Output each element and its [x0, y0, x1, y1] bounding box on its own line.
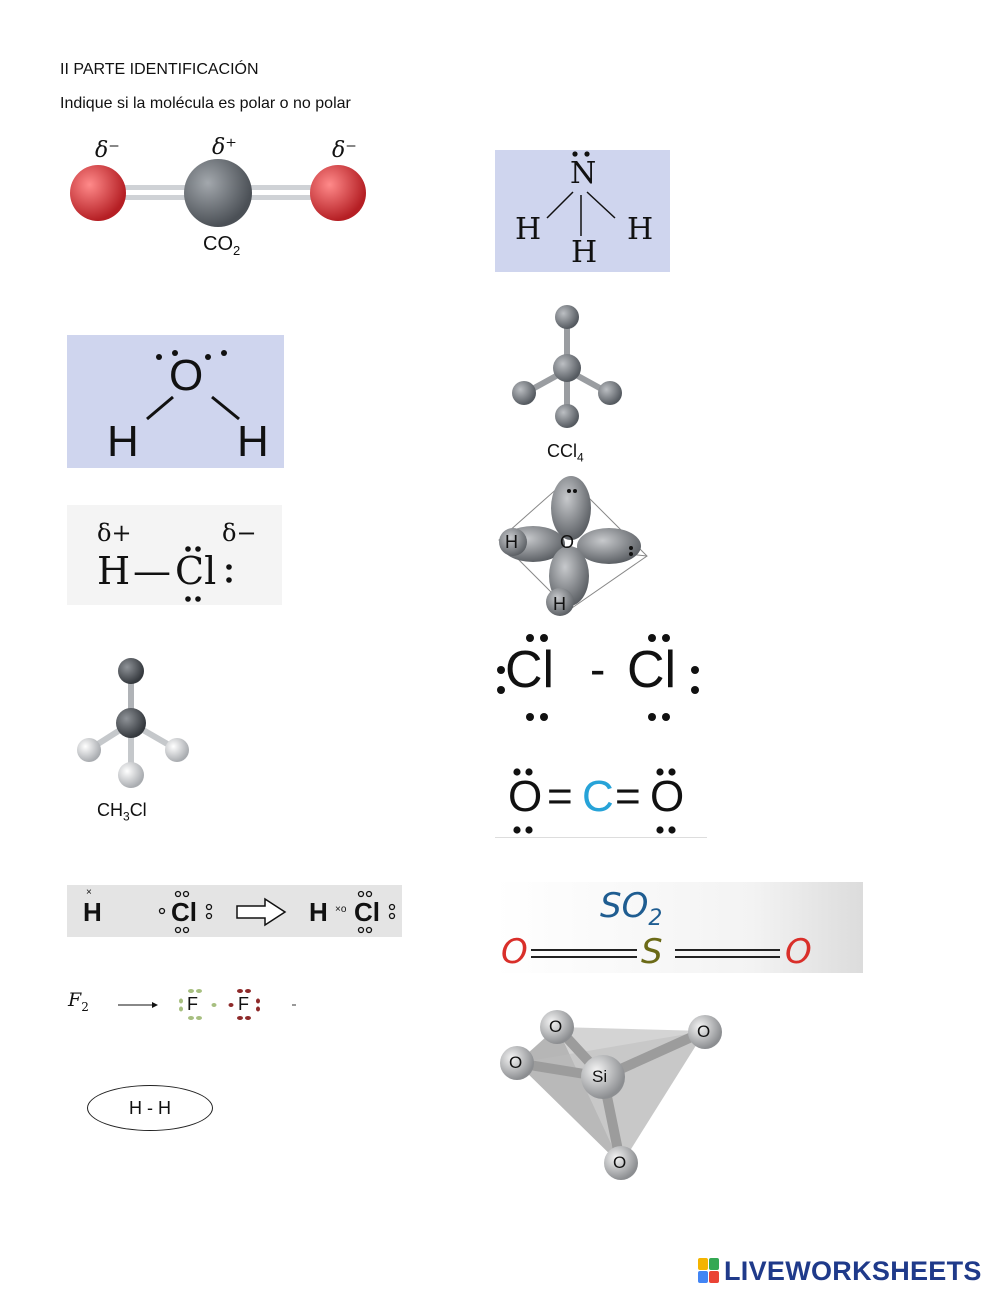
instruction-text: Indique si la molécula es polar o no pol…	[60, 95, 351, 112]
h2-oval: H - H	[87, 1085, 213, 1131]
hcl-bond: —	[133, 549, 171, 593]
hcl-product-cl: Cl	[354, 897, 380, 927]
hcl-formation-cl: Cl	[171, 897, 197, 927]
so2-panel: SO2 O S O	[495, 882, 863, 973]
h2o-lewis-panel: O H H	[67, 335, 284, 468]
arrow-icon	[236, 897, 287, 927]
nh3-panel: N H H H	[495, 150, 670, 272]
h2o-o: O	[169, 351, 204, 400]
ch3cl-label: CH3Cl	[97, 800, 147, 824]
hcl-lewis-panel: δ+ δ− H — Cl	[67, 505, 282, 605]
so2-o-left: O	[501, 932, 528, 972]
f2-label: F2	[68, 989, 89, 1014]
co2-label: CO2	[203, 233, 241, 258]
hcl-product-h: H	[309, 897, 328, 927]
liveworksheets-logo-icon	[698, 1258, 720, 1284]
delta-minus-right: δ⁻	[332, 138, 357, 163]
co2-lewis-o-left: O	[508, 772, 543, 821]
f2-f-right: F	[238, 994, 249, 1014]
hcl-xo-mark: ×o	[335, 904, 347, 915]
delta-plus-center: δ⁺	[212, 135, 237, 160]
so2-s: S	[641, 932, 663, 972]
delta-minus-left: δ⁻	[95, 138, 120, 163]
ccl4-label: CCl4	[547, 441, 584, 465]
co2-model: δ⁻ δ⁺ δ⁻ CO2	[60, 135, 380, 265]
hcl-delta-minus: δ−	[222, 519, 257, 547]
co2-lewis-o-right: O	[650, 772, 685, 821]
hcl-delta-plus: δ+	[97, 519, 132, 547]
h2-text: H - H	[129, 1097, 171, 1118]
liveworksheets-logo: LIVEWORKSHEETS	[698, 1255, 982, 1287]
ch3cl-model: CH3Cl	[72, 655, 202, 825]
sio4-o-top: O	[549, 1017, 563, 1036]
h2o-orbital-model: O H H	[497, 476, 652, 618]
h2o-h-left: H	[107, 417, 139, 466]
co2-lewis-c: C	[582, 772, 614, 821]
co2-lewis-bond-right: =	[615, 772, 641, 821]
h2o-h-right: H	[237, 417, 269, 466]
hcl-x-mark: ×	[86, 887, 92, 898]
co2-lewis: O = C = O	[495, 760, 707, 838]
cl2-left: Cl	[505, 641, 555, 699]
hcl-h: H	[97, 549, 131, 593]
cl2-lewis: Cl - Cl	[495, 630, 705, 725]
section-title: II PARTE IDENTIFICACIÓN	[60, 61, 259, 78]
hcl-formation-panel: × H Cl H ×o Cl	[67, 885, 402, 937]
cl2-bond: -	[590, 643, 606, 695]
so2-title: SO2	[600, 886, 663, 931]
sio4-o-bottom: O	[613, 1153, 627, 1172]
h2o-orbital-o: O	[560, 532, 575, 552]
ccl4-model: CCl4	[500, 300, 640, 470]
h2o-orbital-h-bottom: H	[553, 594, 566, 614]
f2-f-left: F	[187, 994, 198, 1014]
sio4-model: O O O Si O	[497, 1005, 737, 1190]
nh3-h-bottom: H	[571, 235, 598, 270]
f2-lewis: F2 F F	[68, 985, 298, 1025]
liveworksheets-brand: LIVEWORKSHEETS	[724, 1255, 982, 1286]
cl2-right: Cl	[627, 641, 677, 699]
so2-o-right: O	[785, 932, 812, 972]
sio4-si: Si	[592, 1067, 608, 1086]
hcl-cl: Cl	[175, 549, 217, 593]
nh3-h-left: H	[515, 212, 542, 247]
nh3-n: N	[570, 156, 597, 191]
sio4-o-right: O	[697, 1022, 711, 1041]
co2-lewis-bond-left: =	[547, 772, 573, 821]
h2o-orbital-h-left: H	[505, 532, 518, 552]
sio4-o-left: O	[509, 1053, 523, 1072]
nh3-h-right: H	[627, 212, 654, 247]
hcl-formation-h: H	[83, 897, 102, 927]
